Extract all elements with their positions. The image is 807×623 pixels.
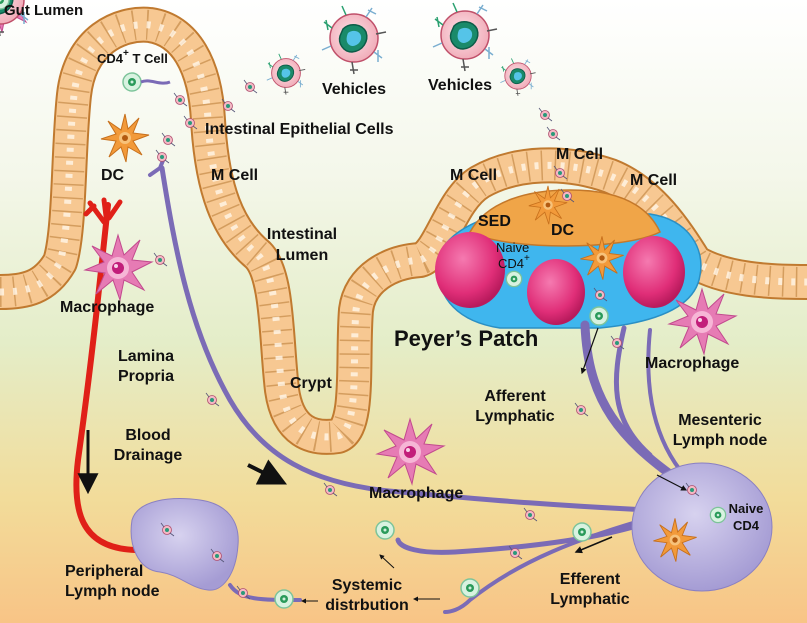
vehicles-label-1: Vehicles [322,81,387,98]
lamina-line2: Propria [117,367,174,385]
sed-label: SED [478,213,511,230]
t-cell-efferent-3-icon [460,578,480,598]
lamina-line1: Lamina [117,348,174,365]
intestinal-epithelium [0,6,807,455]
peripheral-lymph-node [130,498,239,591]
t-cell-patch-exit-icon [589,306,609,326]
lymphatic-vessels [148,156,695,614]
systemic-distribution-label: Systemic distrbution [302,577,432,615]
efferent-line2: Lymphatic [550,590,630,608]
naive-cd4-text: CD4 [498,256,525,271]
dc-villus-label: DC [101,167,125,184]
systemic-line1: Systemic [331,577,403,594]
afferent-line1: Afferent [484,388,546,405]
naive-node-line2: CD4 [732,517,759,533]
dc-dendrite [140,79,171,85]
peyers-patch [435,189,702,329]
intestinal-lumen-line2: Lumen [275,246,329,264]
naive-node-line1: Naive [728,501,764,516]
intestinal-lumen-line1: Intestinal [266,226,338,243]
efferent-line1: Efferent [559,571,621,588]
naive-cd4-patch-icon [505,270,523,288]
naive-cd4-superscript: + [524,253,530,264]
systemic-line2: distrbution [325,596,409,614]
blood-line2: Drainage [113,446,183,464]
naive-cd4-label: CD4+ [498,253,530,271]
mesenteric-line2: Lymph node [672,431,768,449]
follicle-2 [527,259,585,325]
m-cell-label-4: M Cell [630,172,678,189]
t-cell-efferent-2-icon [572,522,592,542]
t-cell-systemic-icon [274,589,294,609]
sed-dome [468,189,661,247]
blood-line1: Blood [125,427,171,444]
m-cell-label-1: M Cell [211,167,259,184]
afferent-line2: Lymphatic [475,407,555,425]
crypt-label: Crypt [290,375,332,392]
peripheral-line2: Lymph node [65,582,160,600]
mesenteric-lymph-node [631,462,773,592]
t-cell-icon [0,0,10,10]
vehicles-label-2: Vehicles [428,77,493,94]
follicle-1 [435,232,505,308]
cd4-t-cell-label: CD4+ T Cell [97,48,168,66]
gut-lumen-label: Gut Lumen [4,2,84,19]
m-cell-label-3: M Cell [556,146,604,163]
flow-arrows [77,327,688,604]
t-cell-text: T Cell [128,51,168,66]
follicle-3 [623,236,685,308]
macrophage-patch-label: Macrophage [645,355,740,372]
dc-sed-label: DC [551,222,575,239]
naive-label: Naive [496,240,530,255]
mesenteric-line1: Mesenteric [678,412,762,429]
macrophage-lamina-label: Macrophage [60,299,155,316]
t-cell-efferent-1-icon [375,520,395,540]
intestinal-epithelial-cells-label: Intestinal Epithelial Cells [205,121,394,138]
cd4-text: CD4 [97,51,124,66]
peripheral-line1: Peripheral [65,563,144,580]
m-cell-label-2: M Cell [450,167,498,184]
peyers-patch-label: Peyer’s Patch [394,326,539,351]
macrophage-lymphatic-label: Macrophage [369,485,464,502]
cd4-superscript: + [123,48,129,59]
cd4-t-cell-lumen-icon [122,72,142,92]
